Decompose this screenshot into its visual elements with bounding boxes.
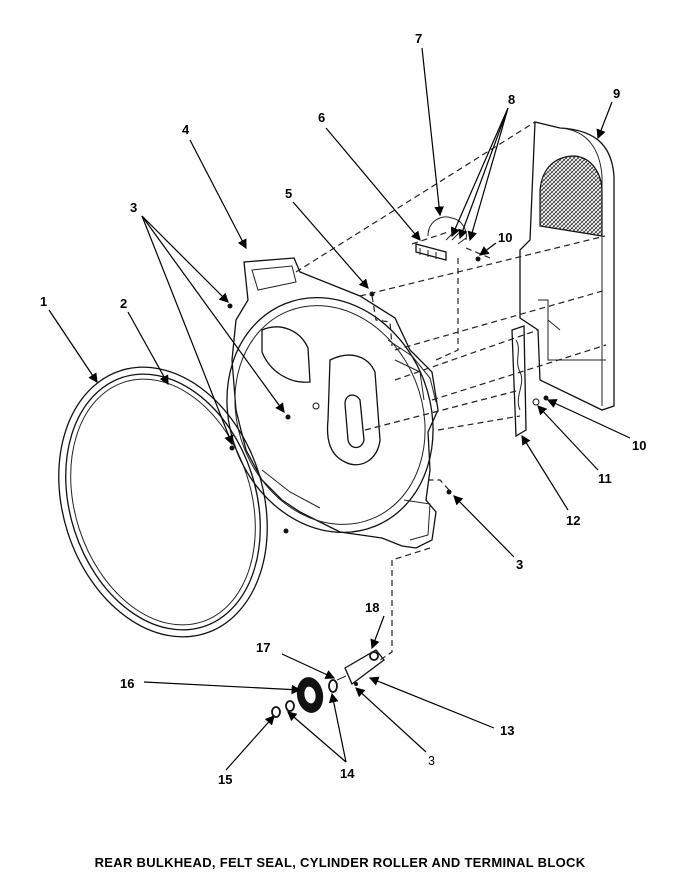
callout-15: 15 bbox=[218, 772, 232, 787]
callout-17: 17 bbox=[256, 640, 270, 655]
callout-2: 2 bbox=[120, 296, 127, 311]
leader-lines bbox=[48, 47, 631, 771]
callout-5: 5 bbox=[285, 186, 292, 201]
fasteners bbox=[227, 256, 549, 534]
bracket bbox=[511, 325, 527, 438]
callout-1: 1 bbox=[40, 294, 47, 309]
callout-3-right: 3 bbox=[516, 557, 523, 572]
callout-6: 6 bbox=[318, 110, 325, 125]
callout-3-top: 3 bbox=[130, 200, 137, 215]
callout-16: 16 bbox=[120, 676, 134, 691]
terminal-block bbox=[415, 216, 467, 261]
callout-10-top: 10 bbox=[498, 230, 512, 245]
callout-18: 18 bbox=[365, 600, 379, 615]
assembly-lines bbox=[295, 121, 607, 661]
diagram-caption: REAR BULKHEAD, FELT SEAL, CYLINDER ROLLE… bbox=[94, 855, 586, 870]
callout-3-bottom: 3 bbox=[428, 754, 435, 768]
callout-13: 13 bbox=[500, 723, 514, 738]
rear-bulkhead bbox=[226, 257, 439, 549]
roller-assembly bbox=[271, 649, 385, 718]
callout-10-right: 10 bbox=[632, 438, 646, 453]
callout-12: 12 bbox=[566, 513, 580, 528]
callout-11: 11 bbox=[598, 471, 612, 486]
rear-panel bbox=[519, 121, 615, 411]
callout-7: 7 bbox=[415, 31, 422, 46]
felt-seal bbox=[58, 366, 268, 638]
callout-14: 14 bbox=[340, 766, 355, 781]
callout-9: 9 bbox=[613, 86, 620, 101]
callout-labels: 1 2 3 4 5 6 7 8 9 10 10 11 12 3 18 17 16… bbox=[40, 31, 646, 787]
callout-4: 4 bbox=[182, 122, 190, 137]
callout-8: 8 bbox=[508, 92, 515, 107]
